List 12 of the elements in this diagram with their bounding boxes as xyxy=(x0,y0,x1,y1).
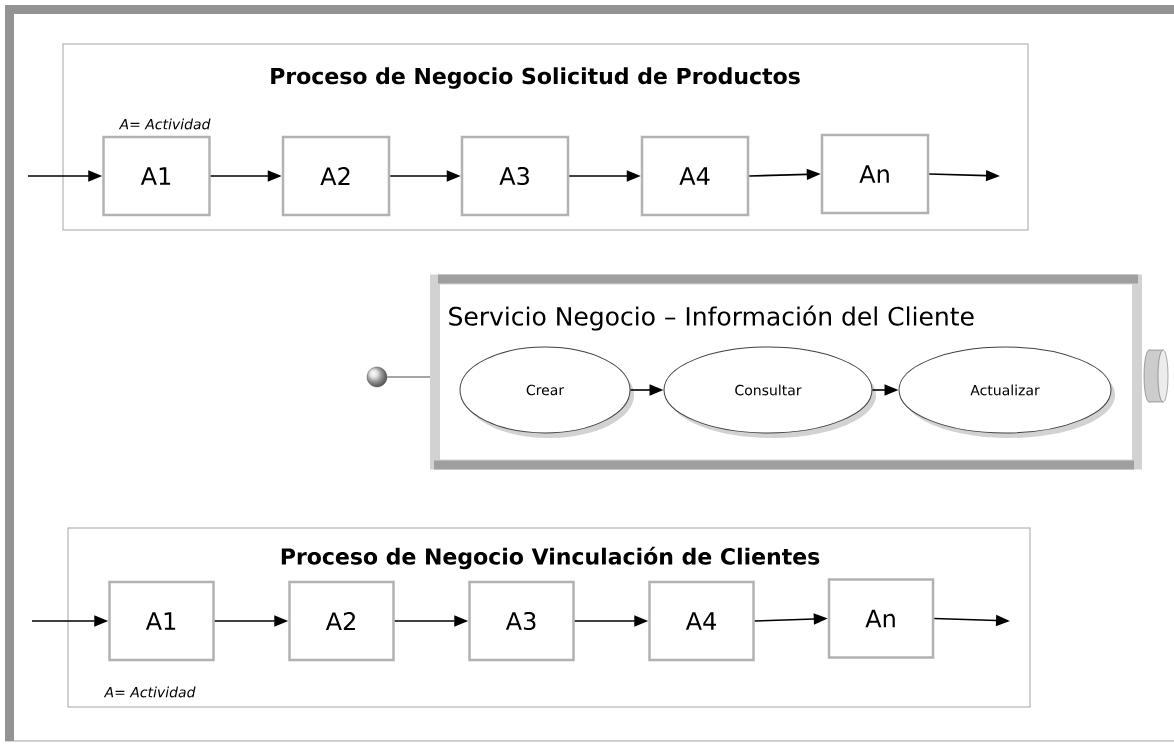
storage-cylinder xyxy=(1143,349,1169,403)
activity-box: A3 xyxy=(460,135,570,217)
activity-box: A1 xyxy=(102,135,211,217)
activity-box: An xyxy=(827,578,935,659)
activity-box: A1 xyxy=(108,580,215,662)
interface-circle xyxy=(366,366,388,388)
activity-box: A4 xyxy=(648,580,755,662)
activity-box: A2 xyxy=(281,135,391,217)
activity-box: A4 xyxy=(640,135,750,217)
activity-box: An xyxy=(820,133,930,215)
activity-box: A2 xyxy=(288,580,395,662)
activity-box: A3 xyxy=(468,580,575,662)
